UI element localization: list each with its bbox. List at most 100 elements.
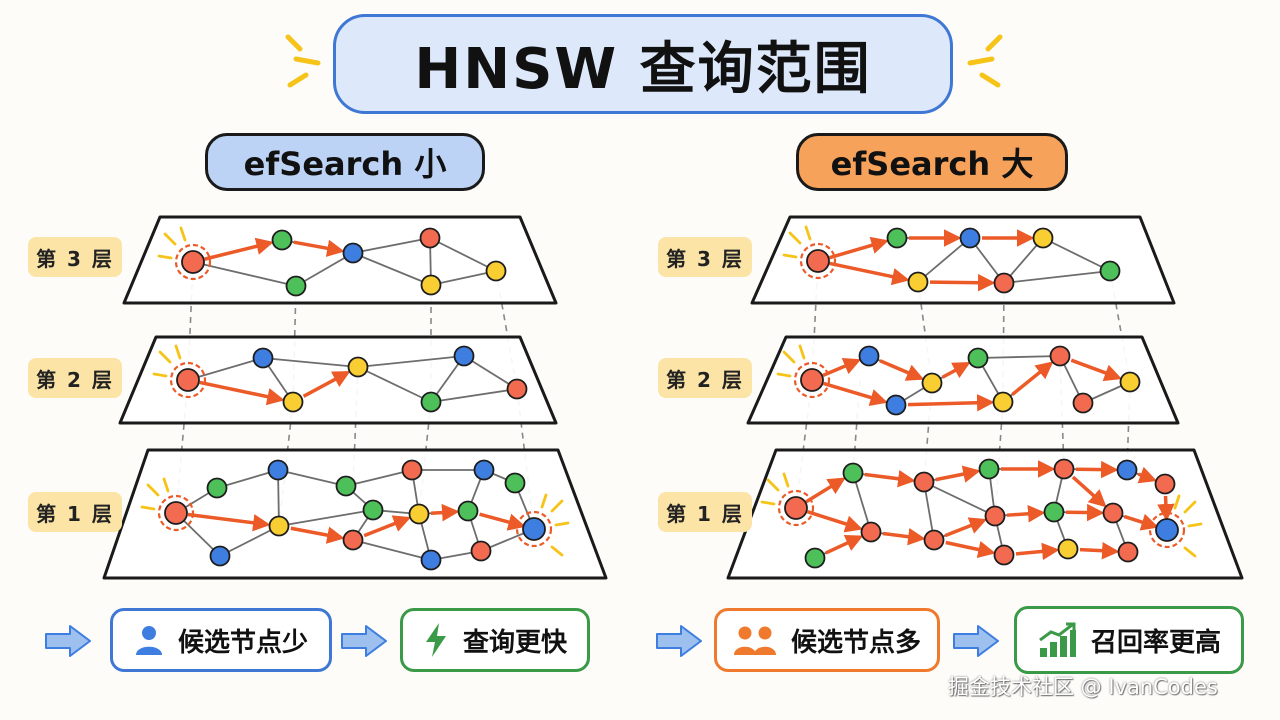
left-result-card: 查询更快 <box>400 608 590 672</box>
right-graph-node <box>907 271 929 293</box>
right-search-arrow <box>823 381 888 406</box>
right-panel-header: efSearch 大 <box>796 133 1068 191</box>
right-layer-2 <box>746 335 1180 425</box>
right-search-arrow <box>1015 542 1060 561</box>
left-layer2-label: 第 2 层 <box>28 358 122 398</box>
left-graph-node <box>522 517 546 541</box>
sparkle-icon <box>152 344 182 378</box>
right-graph-node <box>959 227 981 249</box>
right-graph-node <box>1053 458 1075 480</box>
right-graph-node <box>1155 518 1179 542</box>
left-graph-node <box>176 368 200 392</box>
left-layer3-label: 第 3 层 <box>28 237 122 277</box>
right-search-arrow <box>945 540 996 559</box>
right-search-arrow <box>825 535 864 555</box>
right-search-arrow <box>935 465 981 483</box>
right-search-arrow <box>929 273 996 292</box>
left-graph-edge <box>352 252 432 286</box>
right-graph-node <box>992 391 1014 413</box>
sparkle-icon <box>157 226 187 260</box>
right-graph-edge <box>923 481 996 517</box>
left-graph-node <box>408 503 430 525</box>
right-entry-node-ring <box>777 489 815 527</box>
sparkle-icon <box>776 344 806 378</box>
right-entry-node-ring <box>793 361 831 399</box>
right-graph-node <box>804 547 826 569</box>
lightning-icon <box>425 623 446 657</box>
right-graph-node <box>1057 538 1079 560</box>
left-vertical-link <box>187 261 194 381</box>
right-graph-node <box>1119 371 1141 393</box>
right-search-arrow <box>822 358 862 377</box>
right-graph-node <box>806 249 830 273</box>
right-candidate-card: 候选节点多 <box>714 608 940 672</box>
left-search-arrow <box>430 503 460 522</box>
right-graph-node <box>923 529 945 551</box>
right-graph-node <box>1117 541 1139 563</box>
right-search-arrow <box>1071 475 1107 508</box>
left-graph-node <box>252 347 274 369</box>
sparkle-icon <box>782 225 812 259</box>
right-graph-node <box>978 458 1000 480</box>
left-graph-node <box>342 242 364 264</box>
right-graph-node <box>1049 345 1071 367</box>
right-graph-node <box>967 347 989 369</box>
watermark: 掘金技术社区 @ IvanCodes <box>948 675 1218 699</box>
sparkle-icon <box>1173 494 1203 558</box>
left-graph-edge <box>262 357 359 368</box>
right-search-arrow <box>882 528 926 546</box>
left-graph-edge <box>463 355 518 390</box>
left-graph-node <box>401 459 423 481</box>
left-graph-node <box>470 540 492 562</box>
left-search-arrow <box>293 239 345 257</box>
left-graph-edge <box>277 469 347 487</box>
right-graph-node <box>885 394 907 416</box>
left-search-arrow <box>199 380 285 406</box>
left-panel-header: efSearch 小 <box>205 133 485 191</box>
left-graph-edge <box>357 355 465 368</box>
left-graph-node <box>473 459 495 481</box>
left-graph-node <box>271 229 293 251</box>
left-entry-node-ring <box>174 243 212 281</box>
left-graph-edge <box>187 357 264 381</box>
right-graph-node <box>921 372 943 394</box>
left-flow-arrow-1-icon <box>45 625 91 657</box>
left-graph-node <box>268 515 290 537</box>
right-graph-node <box>1154 473 1176 495</box>
left-graph-edge <box>352 539 432 561</box>
right-graph-node <box>993 544 1015 566</box>
left-flow-arrow-2-icon <box>341 625 387 657</box>
sparkle-icon <box>760 472 790 506</box>
growth-chart-icon <box>1039 622 1076 657</box>
right-candidate-text: 候选节点多 <box>790 627 921 658</box>
left-graph-node <box>419 227 441 249</box>
left-search-arrow <box>204 237 274 261</box>
left-graph-edge <box>278 509 374 527</box>
left-graph-edge <box>430 388 518 403</box>
right-search-arrow <box>829 236 889 260</box>
left-graph-node <box>504 472 526 494</box>
left-graph-node <box>506 378 528 400</box>
left-graph-node <box>206 477 228 499</box>
right-graph-node <box>1116 459 1138 481</box>
right-graph-node <box>800 368 824 392</box>
right-result-card: 召回率更高 <box>1014 606 1244 674</box>
right-graph-node <box>842 462 864 484</box>
left-layer-2 <box>118 335 558 425</box>
right-target-node-ring <box>1148 511 1186 549</box>
title-sparkle-right-icon <box>967 34 1003 88</box>
right-search-arrow <box>1070 358 1123 382</box>
left-graph-node <box>267 459 289 481</box>
right-graph-edge <box>1003 270 1111 284</box>
right-graph-node <box>1099 260 1121 282</box>
left-graph-edge <box>357 366 432 403</box>
left-graph-node <box>335 475 357 497</box>
left-graph-edge <box>295 252 354 287</box>
right-graph-node <box>1072 392 1094 414</box>
right-search-arrow <box>1065 503 1105 522</box>
left-graph-node <box>282 391 304 413</box>
right-flow-arrow-1-icon <box>656 625 702 657</box>
left-graph-node <box>181 250 205 274</box>
right-graph-node <box>1032 227 1054 249</box>
right-result-text: 召回率更高 <box>1090 627 1221 658</box>
